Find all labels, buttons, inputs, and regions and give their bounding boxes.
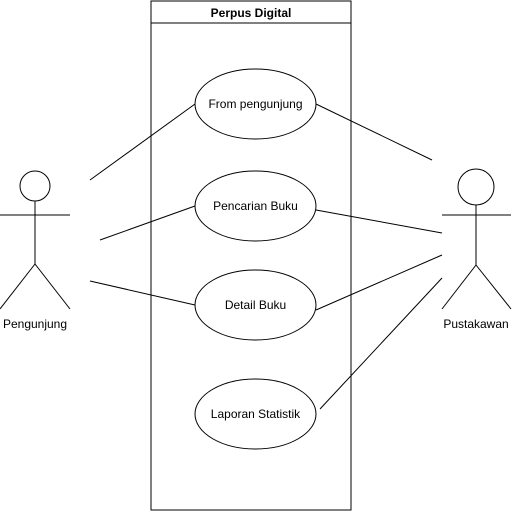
actor-left-leg (0, 263, 36, 310)
association-pustakawan-laporan-statistik (319, 277, 443, 410)
use-case-ellipse[interactable] (194, 269, 317, 341)
use-case-ellipse[interactable] (194, 378, 317, 450)
use-case-label: From pengunjung (208, 97, 302, 111)
association-pengunjung-pencarian-buku (99, 205, 196, 241)
use-case-pencarian-buku[interactable]: Pencarian Buku (194, 170, 317, 242)
actor-label: Pustakawan (443, 317, 508, 331)
system-title: Perpus Digital (211, 6, 292, 20)
associations (89, 103, 443, 410)
association-pengunjung-detail-buku (89, 280, 196, 306)
association-pustakawan-detail-buku (315, 254, 443, 311)
use-case-laporan-statistik[interactable]: Laporan Statistik (194, 378, 317, 450)
actor-label: Pengunjung (3, 317, 67, 331)
association-pengunjung-from-pengunjung (89, 103, 196, 181)
actor-right-leg (475, 264, 512, 310)
use-case-label: Detail Buku (225, 298, 286, 312)
actor-pengunjung[interactable]: Pengunjung (0, 170, 71, 331)
use-case-ellipse[interactable] (194, 170, 317, 242)
actor-head (19, 170, 51, 202)
association-pustakawan-pencarian-buku (315, 209, 443, 234)
actor-left-leg (441, 264, 477, 310)
use-case-label: Laporan Statistik (211, 407, 301, 421)
use-case-ellipse[interactable] (194, 68, 317, 140)
use-case-label: Pencarian Buku (213, 199, 298, 213)
association-pustakawan-from-pengunjung (315, 103, 433, 161)
actor-pustakawan[interactable]: Pustakawan (441, 168, 512, 331)
actor-right-leg (34, 263, 71, 310)
use-case-from-pengunjung[interactable]: From pengunjung (194, 68, 317, 140)
use-case-detail-buku[interactable]: Detail Buku (194, 269, 317, 341)
actor-head (457, 168, 495, 206)
